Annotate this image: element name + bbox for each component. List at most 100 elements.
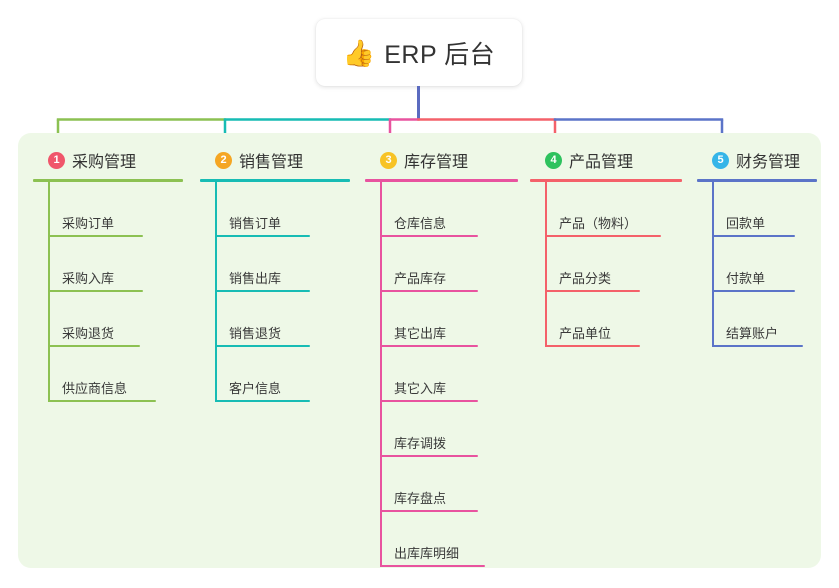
category-item[interactable]: 产品单位: [545, 292, 682, 347]
category-item-label: 其它入库: [394, 381, 447, 396]
category-item-underline: [712, 345, 803, 347]
category-index-badge: 3: [380, 151, 397, 169]
category-item-label: 出库库明细: [394, 546, 460, 561]
category-underline: [33, 179, 183, 182]
category-item-label: 采购退货: [62, 326, 115, 341]
category-header[interactable]: 4 产品管理: [530, 145, 682, 175]
category-item-underline: [215, 235, 310, 237]
category-item-label: 库存盘点: [394, 491, 447, 506]
category-item-underline: [380, 345, 478, 347]
category-item[interactable]: 客户信息: [215, 347, 350, 402]
category-title: 产品管理: [569, 154, 634, 171]
category-item[interactable]: 其它出库: [380, 292, 518, 347]
category-item-label: 库存调拨: [394, 436, 447, 451]
category-item-underline: [380, 565, 485, 567]
category-underline: [697, 179, 817, 182]
category-item-underline: [545, 290, 640, 292]
branch-spine: [712, 182, 714, 347]
category-header[interactable]: 2 销售管理: [200, 145, 350, 175]
category-item-underline: [48, 345, 140, 347]
category-item-label: 销售出库: [229, 271, 282, 286]
category-item-label: 客户信息: [229, 381, 282, 396]
category-item-underline: [380, 235, 478, 237]
category-item-label: 销售订单: [229, 216, 282, 231]
category-item-underline: [545, 235, 661, 237]
root-node-title: ERP 后台: [384, 40, 496, 69]
category-item-label: 供应商信息: [62, 381, 128, 396]
category-item-underline: [48, 290, 143, 292]
category-item-underline: [712, 290, 795, 292]
branch-spine: [545, 182, 547, 347]
category-item[interactable]: 回款单: [712, 182, 817, 237]
category-item[interactable]: 仓库信息: [380, 182, 518, 237]
category-item-underline: [712, 235, 795, 237]
category-item[interactable]: 采购订单: [48, 182, 183, 237]
category-item-underline: [380, 455, 478, 457]
category-index-badge: 4: [545, 151, 562, 169]
category-item[interactable]: 产品分类: [545, 237, 682, 292]
category-item[interactable]: 产品（物料）: [545, 182, 682, 237]
category-index-badge: 2: [215, 151, 232, 169]
category-index-badge: 5: [712, 151, 729, 169]
category-item-underline: [215, 345, 310, 347]
category-item[interactable]: 销售订单: [215, 182, 350, 237]
category-underline: [365, 179, 518, 182]
category-underline: [530, 179, 682, 182]
category-item-underline: [48, 400, 156, 402]
category-column: 3 库存管理仓库信息产品库存其它出库其它入库库存调拨库存盘点出库库明细: [365, 145, 518, 567]
category-item-label: 其它出库: [394, 326, 447, 341]
category-item[interactable]: 出库库明细: [380, 512, 518, 567]
category-item[interactable]: 库存调拨: [380, 402, 518, 457]
category-item-underline: [380, 290, 478, 292]
category-item-underline: [48, 235, 143, 237]
mindmap-panel: 1 采购管理采购订单采购入库采购退货供应商信息 2 销售管理销售订单销售出库销售退货客…: [18, 133, 821, 568]
category-item[interactable]: 采购入库: [48, 237, 183, 292]
category-item[interactable]: 结算账户: [712, 292, 817, 347]
category-item-label: 产品单位: [559, 326, 612, 341]
category-item-label: 采购订单: [62, 216, 115, 231]
category-item-list: 产品（物料） 产品分类产品单位: [530, 182, 682, 347]
category-header[interactable]: 3 库存管理: [365, 145, 518, 175]
branch-spine: [380, 182, 382, 567]
category-item[interactable]: 销售出库: [215, 237, 350, 292]
branch-spine: [48, 182, 50, 402]
category-item-list: 采购订单采购入库采购退货供应商信息: [33, 182, 183, 402]
category-item-underline: [380, 510, 478, 512]
category-header[interactable]: 1 采购管理: [33, 145, 183, 175]
category-item-label: 仓库信息: [394, 216, 447, 231]
category-item-underline: [215, 290, 310, 292]
category-item-label: 销售退货: [229, 326, 282, 341]
category-column: 1 采购管理采购订单采购入库采购退货供应商信息: [33, 145, 183, 402]
category-column: 2 销售管理销售订单销售出库销售退货客户信息: [200, 145, 350, 402]
category-title: 财务管理: [736, 154, 801, 171]
category-item[interactable]: 采购退货: [48, 292, 183, 347]
category-item[interactable]: 供应商信息: [48, 347, 183, 402]
category-item-label: 付款单: [726, 271, 766, 286]
category-item-underline: [215, 400, 310, 402]
category-index-badge: 1: [48, 151, 65, 169]
category-item-label: 产品库存: [394, 271, 447, 286]
category-title: 采购管理: [72, 154, 137, 171]
branch-spine: [215, 182, 217, 402]
category-item-underline: [545, 345, 640, 347]
category-item-label: 产品分类: [559, 271, 612, 286]
category-item-list: 仓库信息产品库存其它出库其它入库库存调拨库存盘点出库库明细: [365, 182, 518, 567]
category-item[interactable]: 产品库存: [380, 237, 518, 292]
category-item-list: 回款单付款单结算账户: [697, 182, 817, 347]
category-item-list: 销售订单销售出库销售退货客户信息: [200, 182, 350, 402]
category-item[interactable]: 付款单: [712, 237, 817, 292]
category-underline: [200, 179, 350, 182]
root-node-card[interactable]: 👍 ERP 后台: [316, 19, 522, 86]
category-header[interactable]: 5 财务管理: [697, 145, 817, 175]
category-item[interactable]: 其它入库: [380, 347, 518, 402]
category-item-label: 采购入库: [62, 271, 115, 286]
category-item[interactable]: 销售退货: [215, 292, 350, 347]
thumbs-up-icon: 👍: [342, 37, 376, 68]
category-column: 4 产品管理产品（物料） 产品分类产品单位: [530, 145, 682, 347]
category-item-label: 回款单: [726, 216, 766, 231]
category-item-label: 产品（物料）: [559, 216, 638, 231]
category-column: 5 财务管理回款单付款单结算账户: [697, 145, 817, 347]
category-item[interactable]: 库存盘点: [380, 457, 518, 512]
category-title: 库存管理: [404, 154, 469, 171]
category-title: 销售管理: [239, 154, 304, 171]
